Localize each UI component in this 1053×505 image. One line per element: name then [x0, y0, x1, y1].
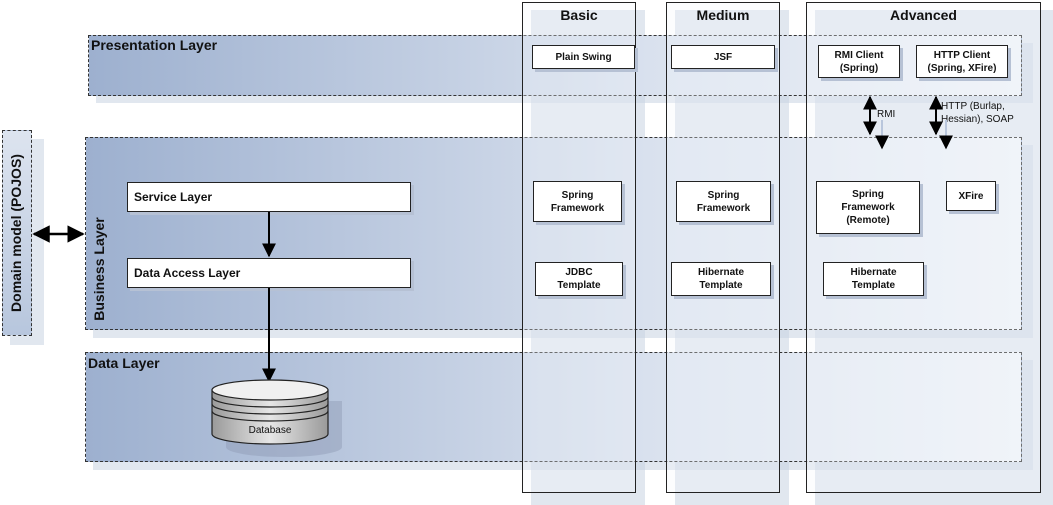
- http-protocol-label-line1: HTTP (Burlap,: [941, 101, 1005, 112]
- service-layer-box: Service Layer: [127, 182, 411, 212]
- database-icon: [211, 379, 329, 445]
- basic-column-title: Basic: [560, 7, 598, 23]
- jdbc-template-box: JDBC Template: [535, 262, 623, 296]
- http-client-box: HTTP Client (Spring, XFire): [916, 45, 1008, 78]
- medium-hibernate-template-box: Hibernate Template: [671, 262, 771, 296]
- advanced-column: Advanced: [806, 2, 1041, 493]
- rmi-protocol-label: RMI: [877, 109, 896, 120]
- advanced-column-title: Advanced: [890, 7, 957, 23]
- data-access-layer-box: Data Access Layer: [127, 258, 411, 288]
- rmi-client-box: RMI Client (Spring): [818, 45, 900, 78]
- presentation-layer-title: Presentation Layer: [91, 37, 218, 53]
- advanced-hibernate-template-box: Hibernate Template: [823, 262, 924, 296]
- basic-spring-framework-box: Spring Framework: [533, 181, 622, 222]
- http-protocol-label-line2: Hessian), SOAP: [941, 114, 1014, 125]
- basic-column: Basic: [522, 2, 636, 493]
- advanced-spring-framework-box: Spring Framework (Remote): [816, 181, 920, 234]
- medium-column: Medium: [666, 2, 780, 493]
- medium-column-title: Medium: [696, 7, 750, 23]
- domain-model-box: [2, 130, 32, 336]
- data-layer-title: Data Layer: [88, 355, 160, 371]
- plain-swing-box: Plain Swing: [532, 45, 635, 69]
- database-label: Database: [249, 425, 292, 436]
- medium-spring-framework-box: Spring Framework: [676, 181, 771, 222]
- jsf-box: JSF: [671, 45, 775, 69]
- xfire-box: XFire: [946, 181, 996, 211]
